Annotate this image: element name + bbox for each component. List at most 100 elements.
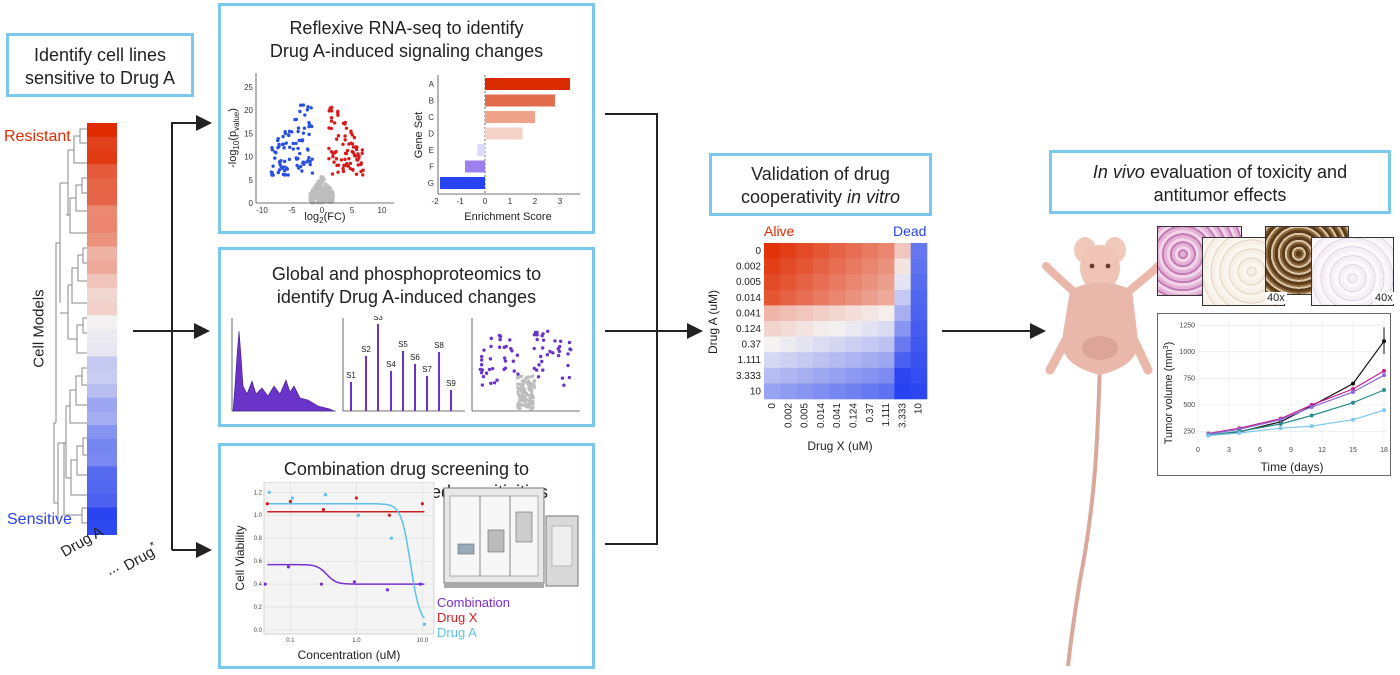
matrix-cell	[829, 243, 846, 259]
volcano-point	[291, 147, 295, 151]
legend-combination: Combination	[437, 595, 510, 610]
volcano-point	[310, 157, 314, 161]
phospho-point	[517, 382, 521, 386]
volcano-point	[330, 172, 335, 176]
volcano-point	[308, 162, 312, 167]
matrix-cell	[796, 336, 814, 353]
volcano-point	[327, 109, 331, 113]
phospho-point	[520, 399, 524, 403]
dose-response-ylabel: Cell Viability	[233, 525, 247, 590]
heat-cell	[87, 260, 117, 275]
volcano-point	[280, 166, 284, 170]
volcano-point	[280, 142, 285, 147]
matrix-cell	[894, 258, 911, 275]
phospho-point	[489, 344, 493, 349]
rnaseq-title-line1: Reflexive RNA-seq to identify	[289, 18, 524, 38]
volcano-point	[361, 173, 365, 177]
phospho-point	[488, 357, 493, 361]
dose-x-tick: 1.0	[352, 638, 361, 644]
volcano-point	[314, 188, 318, 192]
volcano-point	[320, 194, 325, 199]
matrix-cell	[796, 243, 814, 259]
growth-point	[1351, 381, 1355, 386]
volcano-point	[332, 160, 336, 164]
volcano-point	[345, 148, 350, 153]
matrix-cell	[910, 274, 928, 291]
matrix-cell	[910, 367, 928, 384]
matrix-cell	[812, 274, 830, 291]
matrix-cell	[878, 352, 895, 369]
phospho-point	[503, 359, 508, 363]
volcano-point	[319, 187, 323, 191]
growth-point	[1278, 421, 1283, 426]
volcano-x-tick: -10	[256, 206, 268, 215]
matrix-cell	[764, 321, 781, 337]
matrix-cell	[878, 305, 895, 322]
gsea-bar	[485, 111, 535, 123]
growth-series-line	[1208, 370, 1385, 435]
matrix-cell	[764, 274, 781, 291]
phospho-point	[537, 363, 541, 367]
invivo-arrow	[942, 323, 1046, 339]
volcano-point	[329, 116, 334, 120]
phospho-point	[546, 329, 550, 334]
volcano-point	[270, 171, 274, 175]
volcano-point	[323, 195, 327, 199]
matrix-cell	[845, 274, 863, 291]
invivo-title-box: In vivo evaluation of toxicity and antit…	[1049, 150, 1391, 214]
matrix-row-label: 0.005	[736, 277, 761, 288]
drug-a-point	[323, 492, 327, 497]
volcano-point	[319, 178, 323, 182]
drug-a-curve	[267, 503, 426, 619]
matrix-cell	[878, 243, 895, 259]
volcano-point	[349, 131, 353, 135]
gsea-set-label: D	[428, 130, 434, 139]
gsea-bar	[485, 94, 555, 107]
combination-point	[319, 582, 323, 586]
gsea-bar	[440, 177, 485, 189]
volcano-point	[284, 166, 289, 170]
phospho-point	[508, 338, 512, 342]
dose-y-tick: 1.2	[254, 490, 263, 496]
heat-cell	[87, 232, 117, 248]
matrix-cell	[829, 258, 846, 275]
phosphosite-label: S5	[398, 340, 408, 349]
volcano-point	[360, 148, 365, 152]
matrix-cell	[796, 289, 814, 306]
matrix-row-label: 10	[750, 386, 762, 397]
volcano-point	[356, 152, 360, 156]
heat-cell	[87, 191, 117, 206]
matrix-cell	[829, 321, 846, 337]
volcano-point	[314, 184, 318, 188]
phospho-point	[532, 383, 536, 387]
phospho-point	[511, 359, 516, 363]
volcano-point	[281, 134, 285, 139]
identify-title: Identify cell lines sensitive to Drug A	[9, 44, 191, 90]
heat-cell	[87, 480, 117, 495]
branch-arrows-left	[133, 115, 212, 558]
proteomics-title: Global and phosphoproteomics to identify…	[221, 263, 592, 309]
volcano-point	[355, 158, 360, 162]
matrix-cell	[845, 305, 863, 322]
volcano-point	[305, 108, 310, 112]
gsea-x-tick: -1	[456, 197, 464, 206]
growth-point	[1278, 426, 1283, 431]
volcano-point	[276, 138, 280, 143]
volcano-point	[352, 153, 357, 158]
volcano-point	[341, 142, 345, 146]
volcano-point	[343, 151, 348, 156]
volcano-point	[271, 164, 275, 168]
magnification-label-1: 40x	[1265, 292, 1287, 304]
volcano-point	[309, 106, 313, 110]
volcano-point	[294, 141, 298, 146]
heat-cell	[87, 521, 117, 535]
heat-cell	[87, 370, 117, 385]
volcano-point	[341, 166, 345, 171]
volcano-x-tick: 10	[378, 206, 387, 215]
validation-title-line2: cooperativity	[740, 187, 848, 207]
heat-cell	[87, 287, 117, 303]
heat-cell	[87, 177, 117, 193]
volcano-point	[306, 158, 310, 163]
